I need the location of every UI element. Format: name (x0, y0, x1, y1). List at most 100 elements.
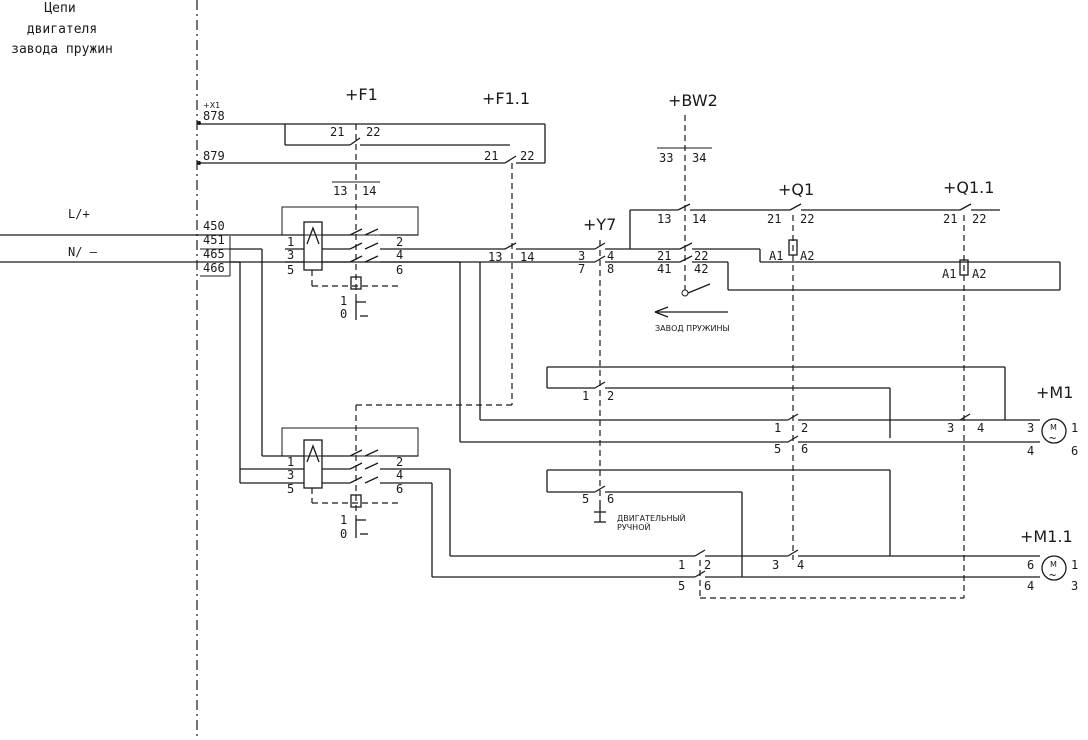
m11-label: +M1.1 (1020, 527, 1073, 546)
q11-coil-a2: A2 (972, 267, 986, 281)
bw2-contact-42: 42 (694, 262, 708, 276)
q11-label: +Q1.1 (943, 178, 994, 197)
supply-minus-label: N/ – (68, 245, 98, 259)
f1-aux-13: 13 (488, 250, 502, 264)
terminal-878: 878 (203, 109, 225, 123)
f1-switch-on: 1 (340, 294, 347, 308)
m11-pin-6: 6 (1027, 558, 1034, 572)
f1-pin-5: 5 (287, 263, 294, 277)
q11-contact-5: 5 (678, 579, 685, 593)
heading-line-3: завода пружин (11, 42, 113, 57)
f11-label: +F1.1 (482, 89, 530, 108)
q11-contact-4: 4 (977, 421, 984, 435)
f11-pin-3: 3 (287, 468, 294, 482)
bw2-contact-21: 21 (657, 249, 671, 263)
bw2-limit-switch: +BW2 33 34 13 14 21 22 41 42 ЗАВОД ПРУЖИ… (629, 91, 1060, 333)
terminal-465: 465 (203, 247, 225, 261)
q11-contact-3: 3 (947, 421, 954, 435)
y7-aux-2: 2 (607, 389, 614, 403)
bw2-label: +BW2 (668, 91, 718, 110)
m1-pin-3: 3 (1027, 421, 1034, 435)
y7-label: +Y7 (583, 215, 616, 234)
f1-label: +F1 (345, 85, 378, 104)
terminal-block-x1: +X1 878 879 450 451 465 466 (200, 101, 231, 277)
m11-motor-symbol (1041, 555, 1067, 581)
q1-contact-5: 5 (774, 442, 781, 456)
terminal-879: 879 (203, 149, 225, 163)
m1-pin-4: 4 (1027, 444, 1034, 458)
q1-contact-2: 2 (801, 421, 808, 435)
q1-contact-1: 1 (774, 421, 781, 435)
y7-selector: +Y7 3 4 7 8 ДВИГАТЕЛЬНЫЙ РУЧНОЙ (480, 215, 686, 532)
y7-aux-5: 5 (582, 492, 589, 506)
sheet-heading: Цепи двигателя завода пружин (11, 1, 113, 57)
manual-mode-label: РУЧНОЙ (617, 521, 650, 532)
f1-pin-2: 2 (396, 235, 403, 249)
y7-pin-7: 7 (578, 262, 585, 276)
spring-charge-label: ЗАВОД ПРУЖИНЫ (655, 324, 730, 333)
f11-pin-1: 1 (287, 455, 294, 469)
f11-switch-off: 0 (340, 527, 347, 541)
bw2-contact-14: 14 (692, 212, 706, 226)
q1-contact-4: 4 (797, 558, 804, 572)
terminal-block-label: +X1 (203, 101, 220, 110)
q1-contact-22: 22 (800, 212, 814, 226)
f11-contact-21: 21 (484, 149, 498, 163)
heading-line-1: Цепи (44, 1, 75, 16)
m1-motor-symbol (1041, 418, 1067, 444)
m11-pin-1: 1 (1071, 558, 1078, 572)
f1-contact-21: 21 (330, 125, 344, 139)
f1-contact-14: 14 (362, 184, 376, 198)
f11-pin-4: 4 (396, 468, 403, 482)
terminal-466: 466 (203, 261, 225, 275)
f1-aux-14: 14 (520, 250, 534, 264)
motor-mode-label: ДВИГАТЕЛЬНЫЙ (617, 512, 686, 523)
m1-motor-circuit: +M1 1 2 1 2 5 6 3 4 3 4 1 6 M ~ (459, 262, 1078, 458)
f1-contact-22: 22 (366, 125, 380, 139)
q1-coil-a1: A1 (769, 249, 783, 263)
m11-motor-circuit: +M1.1 5 6 1 2 5 6 3 4 6 4 1 3 M ~ (431, 469, 1078, 599)
f11-pin-6: 6 (396, 482, 403, 496)
supply-plus-label: L/+ (68, 207, 90, 221)
f11-circuit-breaker: +F1.1 1 3 5 2 4 6 1 0 (240, 89, 530, 541)
bw2-contact-22: 22 (694, 249, 708, 263)
q11-contact-1: 1 (678, 558, 685, 572)
bw2-contact-33: 33 (659, 151, 673, 165)
y7-aux-1: 1 (582, 389, 589, 403)
f1-pin-4: 4 (396, 248, 403, 262)
y7-pin-3: 3 (578, 249, 585, 263)
heading-line-2: двигателя (27, 22, 97, 37)
bw2-contact-41: 41 (657, 262, 671, 276)
m1-motor-wave: ~ (1049, 431, 1056, 445)
y7-pin-4: 4 (607, 249, 614, 263)
m11-motor-m: M (1050, 560, 1057, 569)
f1-pin-3: 3 (287, 248, 294, 262)
m1-motor-m: M (1050, 423, 1057, 432)
m11-pin-3: 3 (1071, 579, 1078, 593)
f1-circuit-breaker: +F1 1 3 5 2 4 6 1 0 (281, 85, 480, 321)
f1-pin-6: 6 (396, 263, 403, 277)
q1-q11-release-coils: +Q1 +Q1.1 21 22 21 22 A1 A2 A1 A2 (759, 178, 1061, 598)
q11-contact-21: 21 (943, 212, 957, 226)
bw2-contact-34: 34 (692, 151, 706, 165)
terminal-450: 450 (203, 219, 225, 233)
q1-contact-6: 6 (801, 442, 808, 456)
q11-contact-6: 6 (704, 579, 711, 593)
f11-contact-22: 22 (520, 149, 534, 163)
m11-pin-4: 4 (1027, 579, 1034, 593)
q11-contact-22: 22 (972, 212, 986, 226)
q1-contact-21: 21 (767, 212, 781, 226)
m11-motor-wave: ~ (1049, 568, 1056, 582)
m1-label: +M1 (1036, 383, 1073, 402)
terminal-451: 451 (203, 233, 225, 247)
q1-contact-3: 3 (772, 558, 779, 572)
m1-pin-6: 6 (1071, 444, 1078, 458)
y7-pin-8: 8 (607, 262, 614, 276)
f11-pin-5: 5 (287, 482, 294, 496)
q11-coil-a1: A1 (942, 267, 956, 281)
f1-pin-1: 1 (287, 235, 294, 249)
m1-pin-1: 1 (1071, 421, 1078, 435)
q1-coil-a2: A2 (800, 249, 814, 263)
f11-switch-on: 1 (340, 513, 347, 527)
